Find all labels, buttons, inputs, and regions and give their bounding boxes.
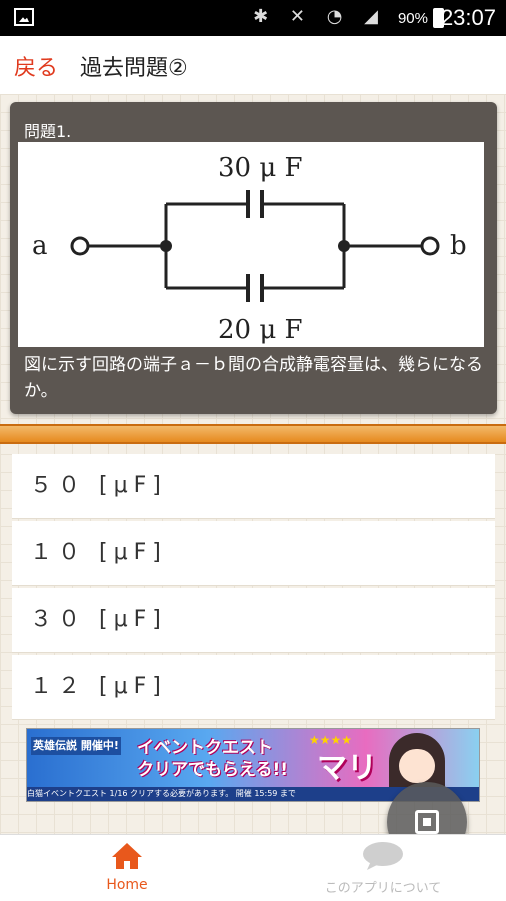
ad-headline: イベントクエスト クリアでもらえる!! xyxy=(137,737,288,781)
clock: 23:07 xyxy=(440,5,496,30)
status-icons: ✱ ✕ ◔ ◢ xyxy=(253,6,386,27)
ad-headline-line1: イベントクエスト xyxy=(137,738,273,758)
gallery-icon xyxy=(14,8,34,26)
nav-home-label: Home xyxy=(106,877,148,893)
bottom-capacitor-label: 20 μ F xyxy=(218,315,303,345)
answer-option[interactable]: １０ [μF] xyxy=(12,521,495,586)
battery-percent: 90% xyxy=(397,10,428,27)
ad-strip: 白猫イベントクエスト 1/16 クリアする必要があります。 開催 15:59 ま… xyxy=(27,787,479,801)
answer-list: ５０ [μF] １０ [μF] ３０ [μF] １２ [μF] xyxy=(12,454,495,722)
ad-stars: ★★★★ xyxy=(309,733,353,747)
terminal-a-label: a xyxy=(32,231,48,261)
stop-icon xyxy=(415,810,439,834)
ad-left-text: 英雄伝説 開催中! xyxy=(31,737,121,755)
answer-option[interactable]: ５０ [μF] xyxy=(12,454,495,519)
back-button[interactable]: 戻る xyxy=(14,56,59,81)
page-title: 過去問題② xyxy=(80,56,188,81)
ad-character-name: マリ xyxy=(317,751,377,786)
app-header: 戻る 過去問題② xyxy=(0,36,506,95)
answer-option[interactable]: ３０ [μF] xyxy=(12,588,495,653)
circuit-diagram: 30 μ F 20 μ F a b xyxy=(18,142,484,347)
answer-option[interactable]: １２ [μF] xyxy=(12,655,495,720)
nav-about-label: このアプリについて xyxy=(324,881,442,896)
status-bar: ✱ ✕ ◔ ◢ 90% 23:07 xyxy=(0,0,506,36)
home-icon xyxy=(112,843,142,869)
terminal-b-label: b xyxy=(450,231,467,261)
ad-character-face xyxy=(399,749,435,783)
bottom-navigation: Home このアプリについて xyxy=(0,834,506,901)
ad-headline-line2: クリアでもらえる!! xyxy=(137,760,288,780)
divider-bar xyxy=(0,424,506,444)
battery-icon xyxy=(433,8,444,28)
nav-home[interactable]: Home xyxy=(90,841,164,893)
top-capacitor-label: 30 μ F xyxy=(218,153,303,183)
nav-about[interactable]: このアプリについて xyxy=(308,841,458,896)
speech-bubble-icon xyxy=(363,842,403,870)
question-number: 問題1. xyxy=(24,122,72,141)
question-text: 図に示す回路の端子ａ－ｂ間の合成静電容量は、幾らになるか。 xyxy=(24,355,483,401)
